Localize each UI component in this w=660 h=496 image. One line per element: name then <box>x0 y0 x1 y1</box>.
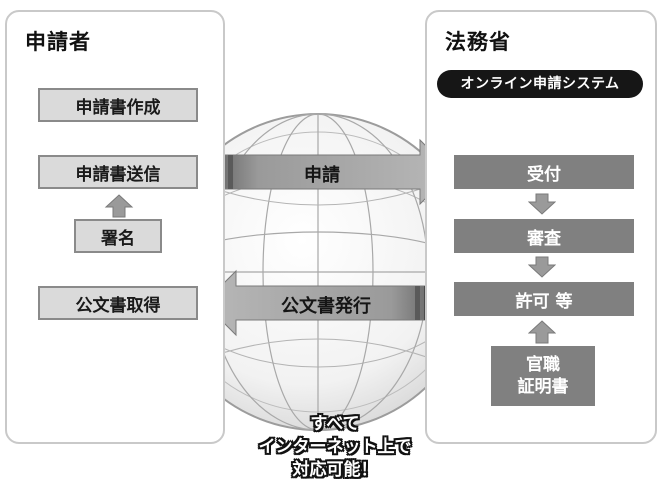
caption-line-3: 対応可能！ <box>292 460 378 480</box>
create-application-box: 申請書作成 <box>38 88 198 122</box>
official-certificate-box: 官職 証明書 <box>491 346 595 406</box>
signature-box: 署名 <box>74 219 162 253</box>
down-arrow-icon <box>528 193 556 215</box>
up-arrow-icon <box>104 194 134 218</box>
certificate-line-2: 証明書 <box>517 377 569 397</box>
examine-box: 審査 <box>454 219 634 253</box>
down-arrow-icon <box>528 256 556 278</box>
caption-line-1: すべて <box>310 414 360 434</box>
up-arrow-icon <box>528 320 556 344</box>
receive-box: 受付 <box>454 155 634 189</box>
permit-box: 許可 等 <box>454 282 634 316</box>
applicant-title: 申請者 <box>25 30 91 54</box>
caption-line-2: インターネット上で <box>258 437 412 457</box>
issue-arrow-label: 公文書発行 <box>281 296 371 317</box>
certificate-line-1: 官職 <box>526 355 560 375</box>
apply-arrow-label: 申請 <box>304 165 340 186</box>
ministry-title: 法務省 <box>445 30 511 54</box>
all-online-caption: すべて インターネット上で 対応可能！ <box>240 413 430 482</box>
online-system-badge: オンライン申請システム <box>437 70 643 98</box>
send-application-box: 申請書送信 <box>38 155 198 189</box>
obtain-document-box: 公文書取得 <box>38 286 198 320</box>
